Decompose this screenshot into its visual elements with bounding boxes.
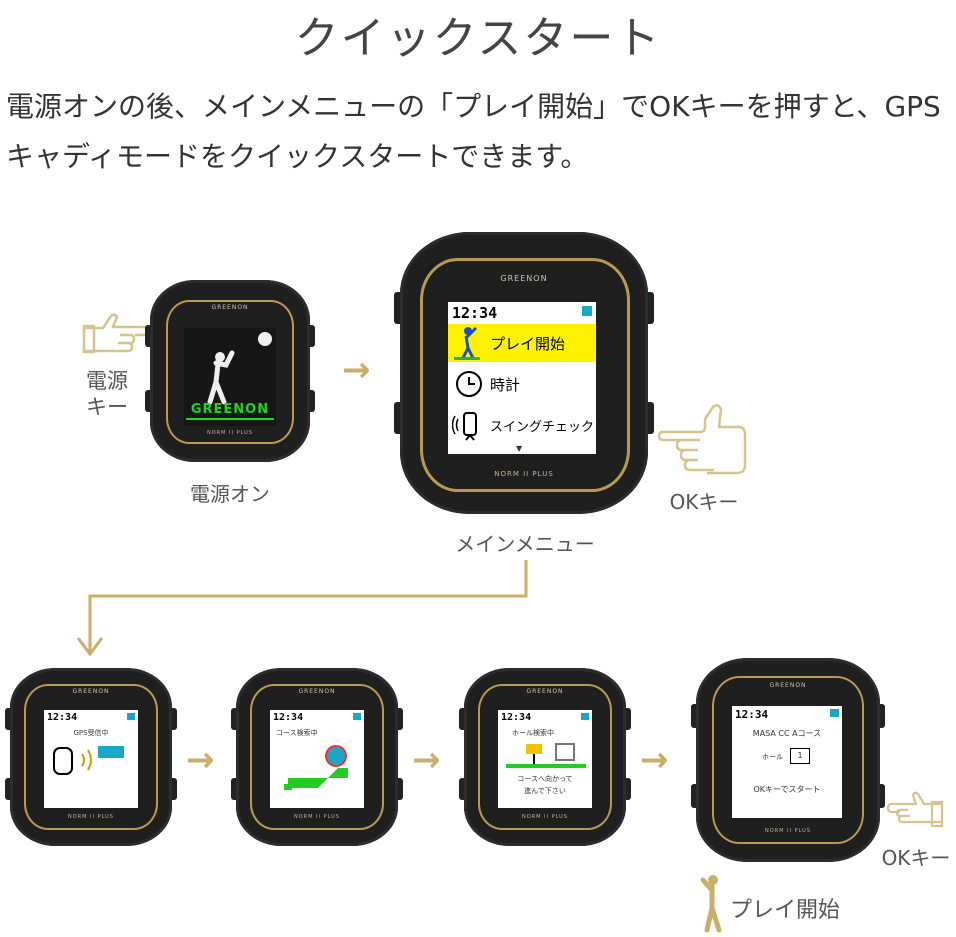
- page-title: クイックスタート: [294, 13, 662, 64]
- watch-hole-search: GREENON 12:34 ホール検索中 コースへ向かって 進んで下さい NOR…: [459, 668, 631, 846]
- golfer-icon: [700, 875, 722, 933]
- battery-indicator: [582, 306, 592, 316]
- watch-gps: GREENON 12:34 GPS受信中 NORM II PLUS: [5, 668, 177, 846]
- arrow-right-icon: →: [640, 740, 669, 780]
- description: 電源オンの後、メインメニューの「プレイ開始」でOKキーを押すと、GPSキャディモ…: [6, 90, 941, 173]
- watch-start: GREENON 12:34 MASA CC Aコース ホール 1 OKキーでスタ…: [691, 658, 885, 862]
- arrow-down-icon: [76, 560, 528, 657]
- golfer-icon: [454, 326, 480, 360]
- power-on-label: 電源オン: [190, 482, 270, 506]
- play-start-label: プレイ開始: [730, 898, 841, 923]
- golfer-icon: [207, 350, 235, 405]
- watch-course-search: GREENON 12:34 コース検索中 NORM II PLUS: [231, 668, 403, 846]
- clock-icon: [456, 371, 482, 397]
- menu-label: 時計: [490, 375, 521, 394]
- menu-item-swing-check[interactable]: スイングチェック: [448, 406, 596, 444]
- arrow-right-icon: →: [186, 740, 215, 780]
- pointing-hand-icon: [886, 791, 944, 828]
- ok-key-label: OKキー: [881, 846, 951, 870]
- course-map-icon: [284, 745, 348, 790]
- menu-item-play-start[interactable]: プレイ開始: [448, 324, 596, 362]
- arrow-right-icon: →: [342, 350, 371, 390]
- pointing-hand-icon: [82, 313, 150, 354]
- arrow-right-icon: →: [412, 740, 441, 780]
- clock-time: 12:34: [452, 304, 498, 322]
- watch-main-menu: GREENON 12:34 プレイ開始 時計 スイングチェック: [394, 232, 654, 514]
- chevron-down-icon: ▼: [516, 444, 523, 453]
- flag-icon: [506, 743, 586, 768]
- greenon-logo: GREENON: [190, 402, 270, 417]
- swing-icon: [452, 412, 477, 441]
- main-menu-label: メインメニュー: [455, 532, 595, 556]
- menu-label: プレイ開始: [490, 334, 566, 353]
- watch-power-on: GREENON GREENON NORM II PLUS: [145, 280, 315, 462]
- gps-signal-icon: [53, 746, 124, 775]
- power-key-label: 電源 キー: [86, 369, 128, 419]
- pointing-hand-icon: [657, 404, 747, 475]
- ok-key-label: OKキー: [669, 490, 739, 514]
- menu-label: スイングチェック: [490, 419, 595, 435]
- menu-item-clock[interactable]: 時計: [448, 366, 596, 402]
